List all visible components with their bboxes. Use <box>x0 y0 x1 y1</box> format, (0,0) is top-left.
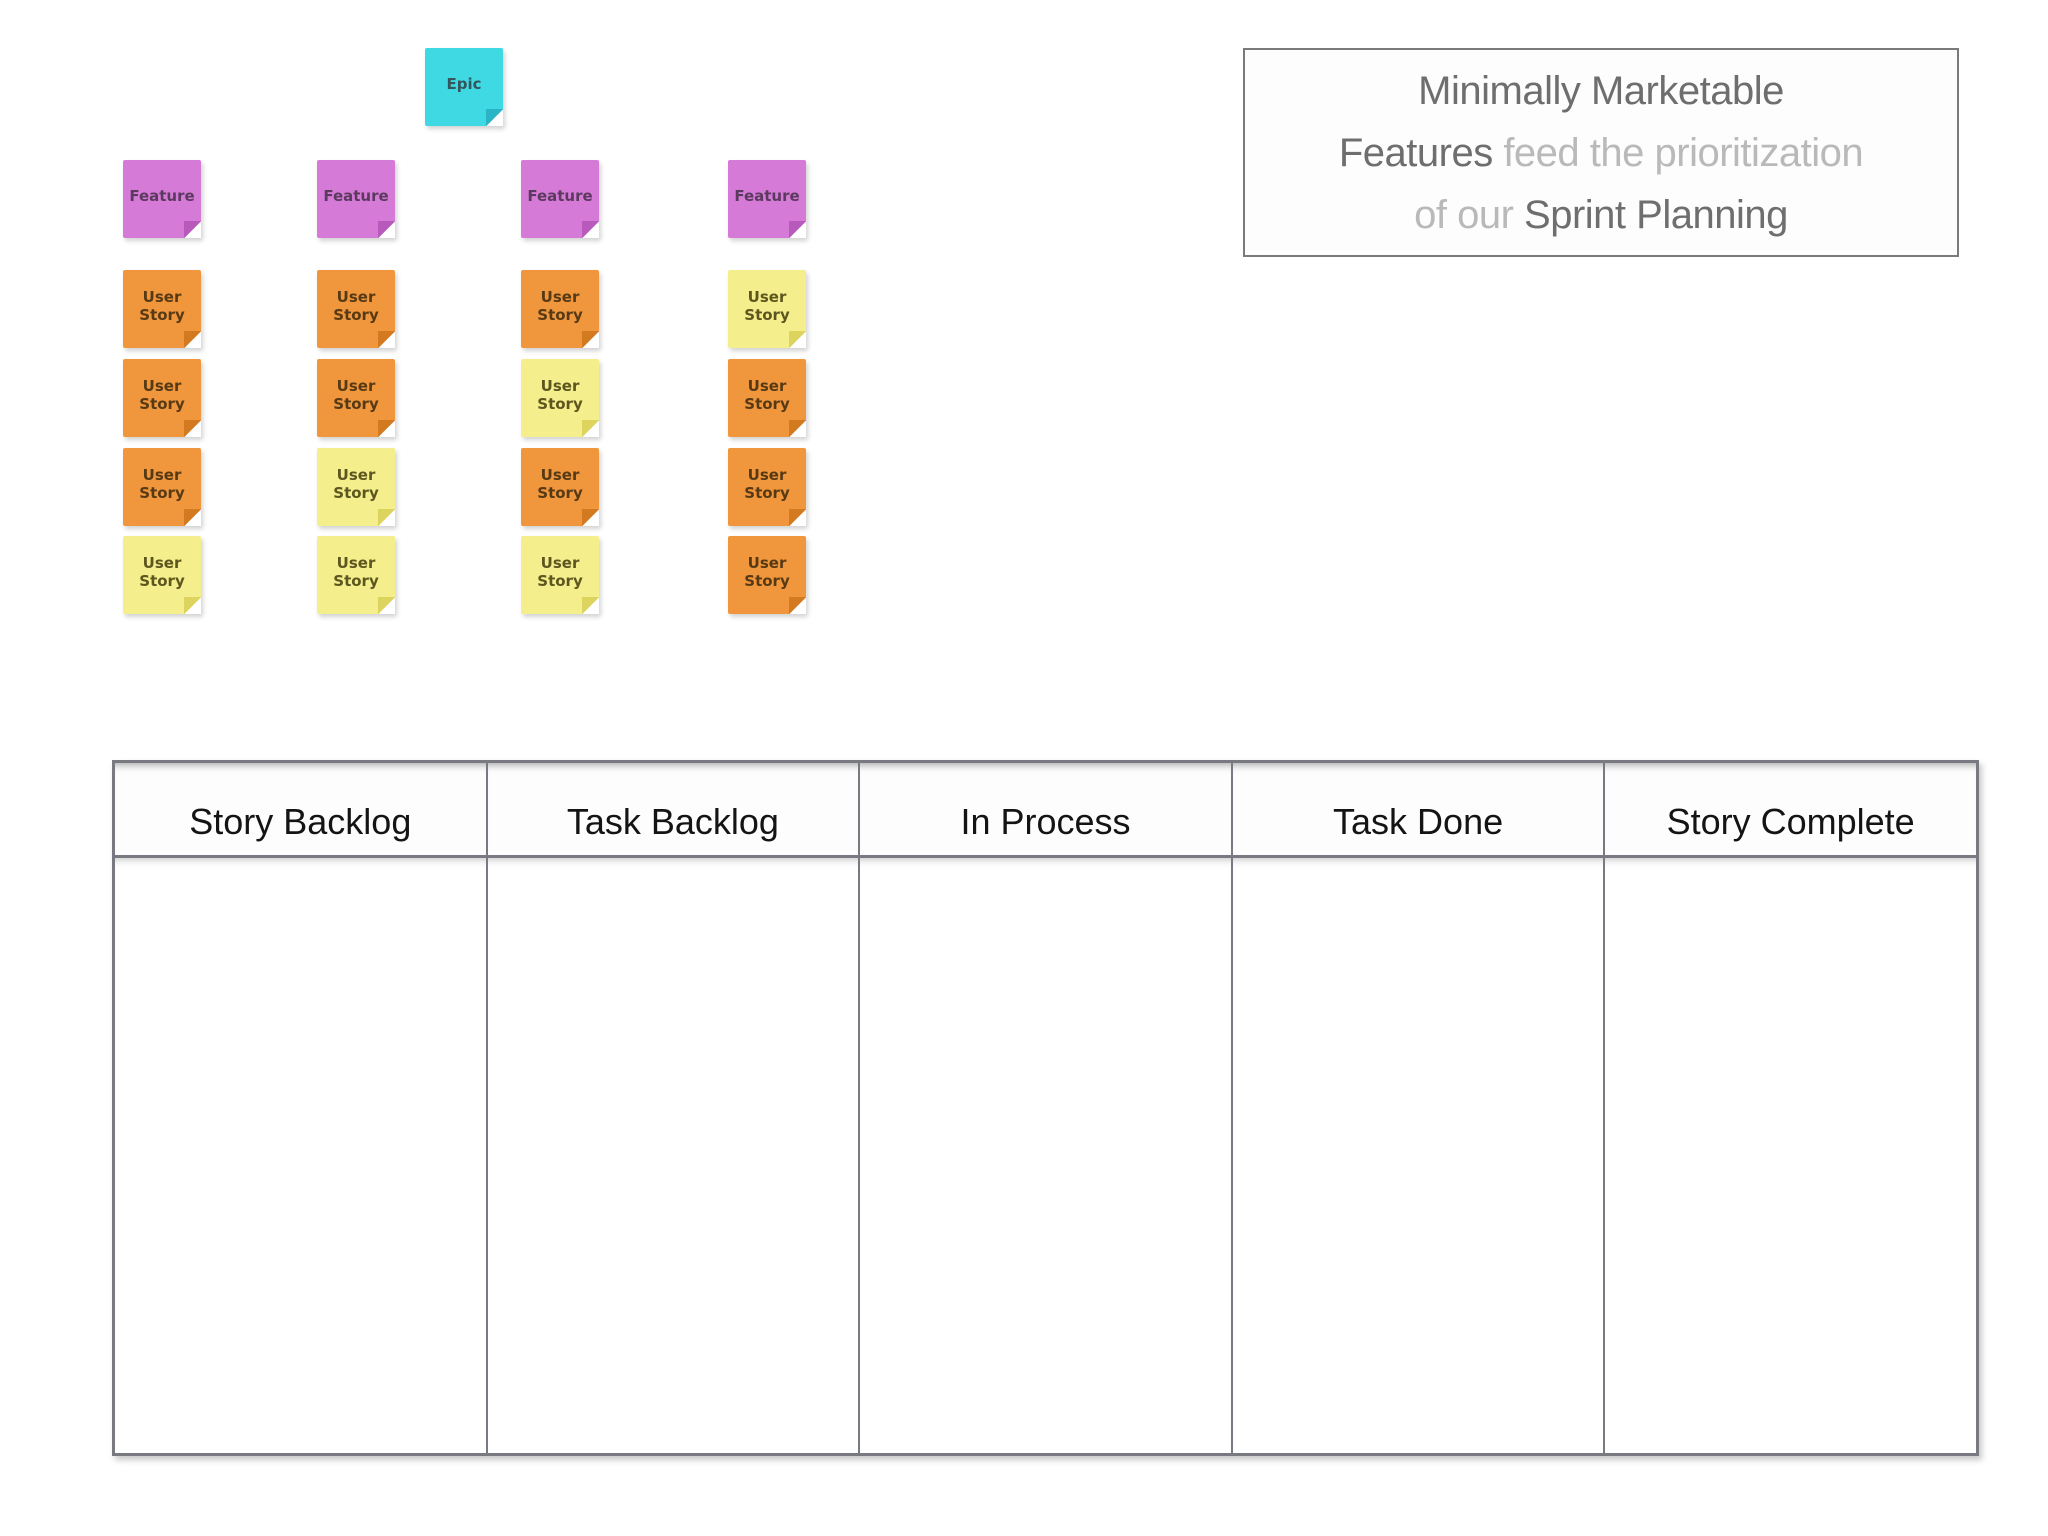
user-story-note-label: User Story <box>333 466 379 502</box>
user-story-note-label: User Story <box>333 288 379 324</box>
kanban-board: Story Backlog Task Backlog In Process Ta… <box>112 760 1979 1456</box>
user-story-note-label: User Story <box>744 288 790 324</box>
title-segment: feed the prioritization <box>1503 130 1864 175</box>
user-story-note-label: User Story <box>333 554 379 590</box>
board-column-story-backlog: Story Backlog <box>115 763 488 1453</box>
title-segment: Features <box>1338 130 1504 175</box>
feature-note-label: Feature <box>734 187 800 205</box>
board-column-body[interactable] <box>1605 858 1976 1453</box>
user-story-note-label: User Story <box>333 377 379 413</box>
board-column-body[interactable] <box>487 858 859 1453</box>
user-story-note[interactable]: User Story <box>521 270 599 348</box>
user-story-note-label: User Story <box>139 554 185 590</box>
user-story-note-label: User Story <box>537 554 583 590</box>
epic-note-label: Epic <box>446 75 482 93</box>
user-story-note-label: User Story <box>139 377 185 413</box>
user-story-note-label: User Story <box>537 377 583 413</box>
title-segment: of our <box>1414 192 1525 237</box>
title-segment: Sprint Planning <box>1524 192 1788 237</box>
feature-note-label: Feature <box>323 187 389 205</box>
board-column-header: Task Backlog <box>487 763 859 858</box>
user-story-note[interactable]: User Story <box>521 448 599 526</box>
board-column-label: Story Complete <box>1666 801 1915 842</box>
user-story-note-label: User Story <box>537 466 583 502</box>
board-column-header: Story Backlog <box>115 763 486 858</box>
board-column-task-backlog: Task Backlog <box>487 763 861 1453</box>
epic-note[interactable]: Epic <box>425 48 503 126</box>
user-story-note-label: User Story <box>744 554 790 590</box>
board-column-header: Task Done <box>1232 763 1604 858</box>
user-story-note[interactable]: User Story <box>317 270 395 348</box>
feature-note[interactable]: Feature <box>521 160 599 238</box>
user-story-note[interactable]: User Story <box>728 536 806 614</box>
board-column-story-complete: Story Complete <box>1605 763 1976 1453</box>
board-column-label: In Process <box>960 801 1131 842</box>
title-line: of our Sprint Planning <box>1245 184 1957 246</box>
user-story-note-label: User Story <box>139 466 185 502</box>
board-column-in-process: In Process <box>860 763 1233 1453</box>
board-column-task-done: Task Done <box>1232 763 1606 1453</box>
title-line: Minimally Marketable <box>1245 60 1957 122</box>
user-story-note-label: User Story <box>744 466 790 502</box>
feature-note-label: Feature <box>527 187 593 205</box>
user-story-note[interactable]: User Story <box>317 359 395 437</box>
user-story-note[interactable]: User Story <box>728 359 806 437</box>
feature-note[interactable]: Feature <box>317 160 395 238</box>
user-story-note-label: User Story <box>139 288 185 324</box>
board-column-label: Task Backlog <box>566 801 779 842</box>
board-column-label: Task Done <box>1333 801 1504 842</box>
title-segment: Minimally Marketable <box>1418 68 1784 113</box>
user-story-note[interactable]: User Story <box>123 448 201 526</box>
feature-note[interactable]: Feature <box>123 160 201 238</box>
user-story-note[interactable]: User Story <box>728 270 806 348</box>
board-column-body[interactable] <box>115 858 486 1453</box>
feature-note[interactable]: Feature <box>728 160 806 238</box>
user-story-note[interactable]: User Story <box>123 359 201 437</box>
user-story-note[interactable]: User Story <box>317 448 395 526</box>
user-story-note[interactable]: User Story <box>123 270 201 348</box>
board-column-header: Story Complete <box>1605 763 1976 858</box>
board-column-header: In Process <box>860 763 1231 858</box>
user-story-note[interactable]: User Story <box>317 536 395 614</box>
board-column-body[interactable] <box>1232 858 1604 1453</box>
user-story-note[interactable]: User Story <box>521 536 599 614</box>
board-column-label: Story Backlog <box>189 801 412 842</box>
user-story-note-label: User Story <box>537 288 583 324</box>
feature-note-label: Feature <box>129 187 195 205</box>
user-story-note[interactable]: User Story <box>728 448 806 526</box>
user-story-note[interactable]: User Story <box>521 359 599 437</box>
user-story-note[interactable]: User Story <box>123 536 201 614</box>
title-line: Features feed the prioritization <box>1245 122 1957 184</box>
board-column-body[interactable] <box>860 858 1231 1453</box>
user-story-note-label: User Story <box>744 377 790 413</box>
